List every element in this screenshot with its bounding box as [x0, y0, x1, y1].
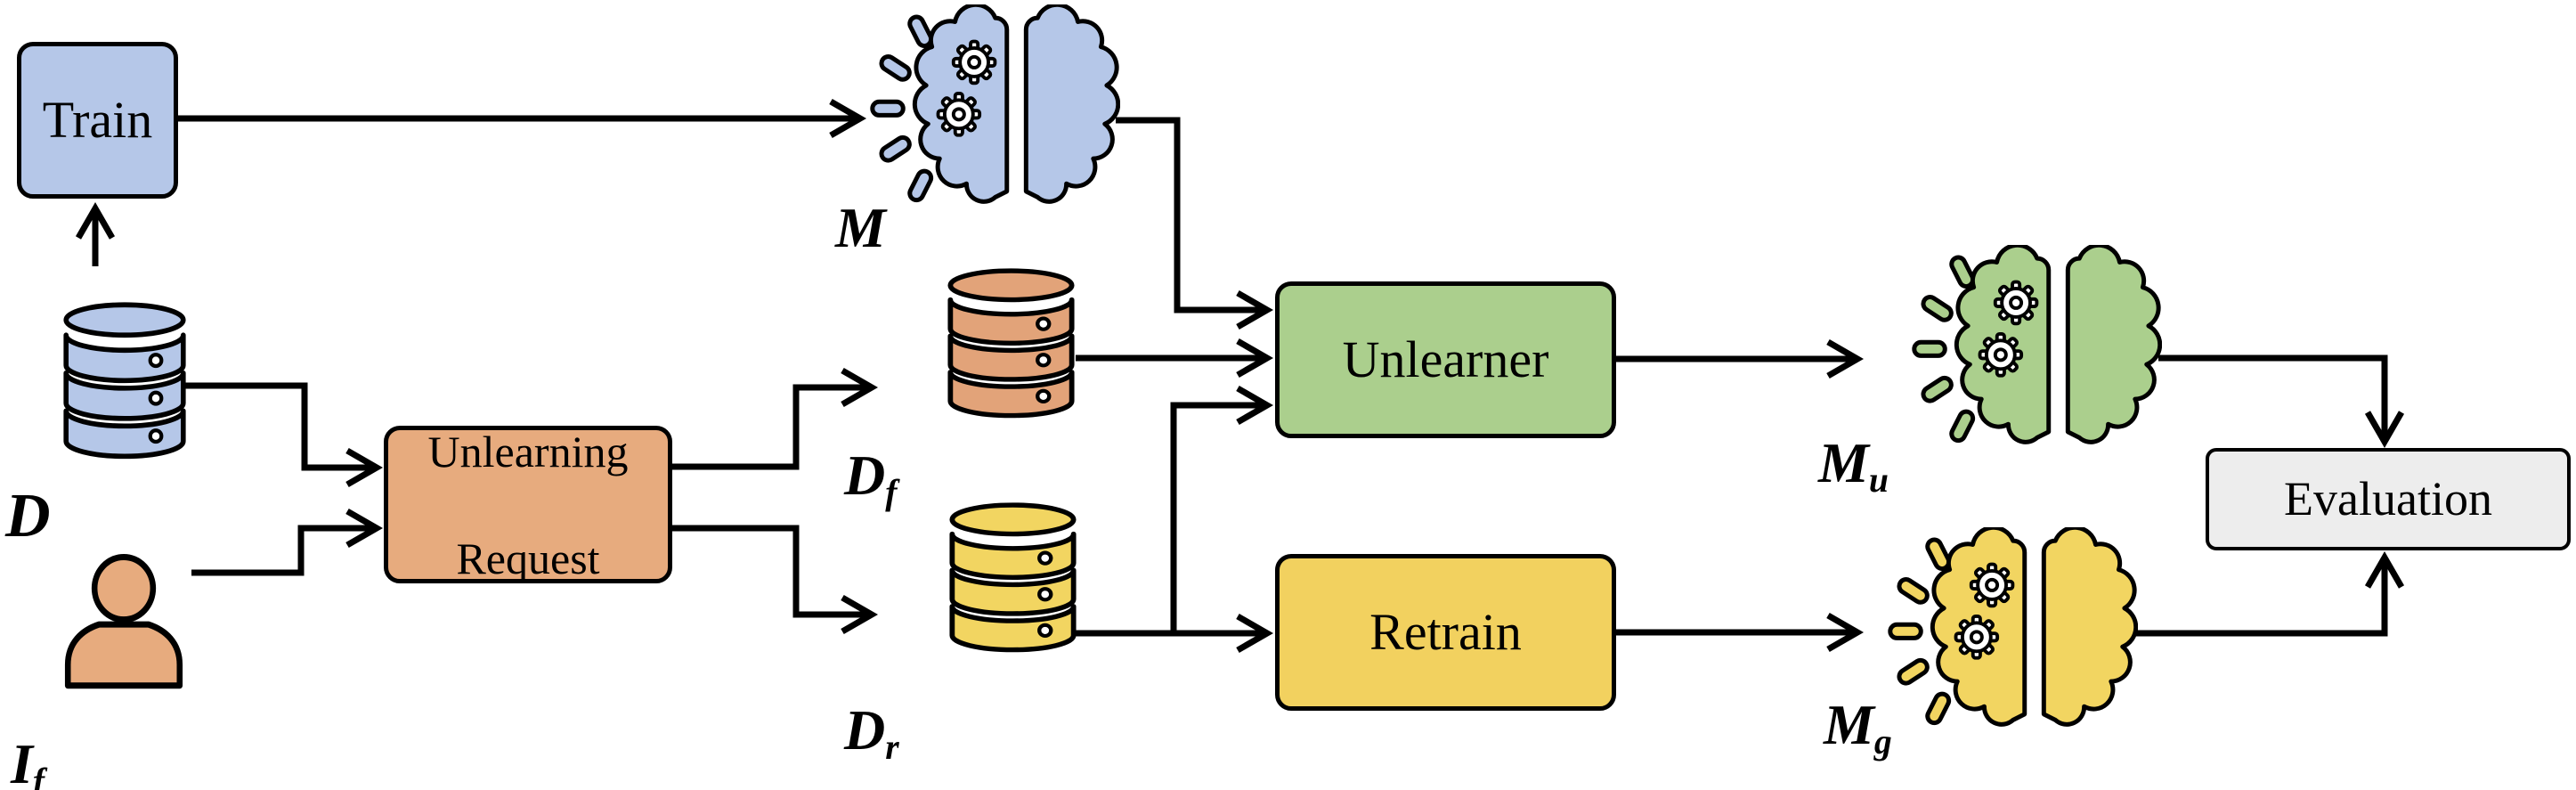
- forget-set-database-icon: [947, 267, 1076, 420]
- edge-request-to-retainset: [672, 525, 879, 635]
- original-model-label: M: [835, 196, 886, 259]
- unlearning-request-line1: Unlearning: [427, 426, 629, 476]
- unlearning-request-line2: Request: [456, 533, 600, 583]
- retrain-box: Retrain: [1275, 554, 1616, 711]
- dataset-database-icon: [62, 301, 187, 461]
- edge-unlearnedmodel-to-evaluation: [2158, 354, 2405, 449]
- train-box: Train: [17, 42, 178, 199]
- forget-set-label: Df: [844, 444, 898, 513]
- edge-user-to-request: [191, 508, 384, 576]
- edge-dataset-to-request: [183, 382, 384, 488]
- retain-set-database-icon: [948, 501, 1077, 655]
- forget-user-label: If: [11, 732, 45, 790]
- edge-request-to-forgetset: [672, 367, 879, 470]
- unlearned-model-label: Mu: [1818, 431, 1889, 501]
- dataset-label: D: [5, 482, 51, 550]
- original-model-brain-icon: [863, 4, 1120, 216]
- evaluation-box: Evaluation: [2206, 448, 2571, 550]
- gold-model-label: Mg: [1824, 693, 1892, 762]
- edge-model-to-unlearner: [1116, 117, 1274, 330]
- retain-set-label: Dr: [844, 698, 899, 768]
- edge-retainset-to-unlearner: [1170, 385, 1274, 633]
- edge-goldmodel-to-evaluation: [2134, 550, 2405, 637]
- unlearner-box: Unlearner: [1275, 281, 1616, 438]
- forget-user-person-icon: [59, 552, 189, 691]
- unlearning-request-box: Unlearning Request: [384, 426, 672, 583]
- gold-model-brain-icon: [1881, 527, 2138, 739]
- unlearned-model-brain-icon: [1905, 245, 2162, 457]
